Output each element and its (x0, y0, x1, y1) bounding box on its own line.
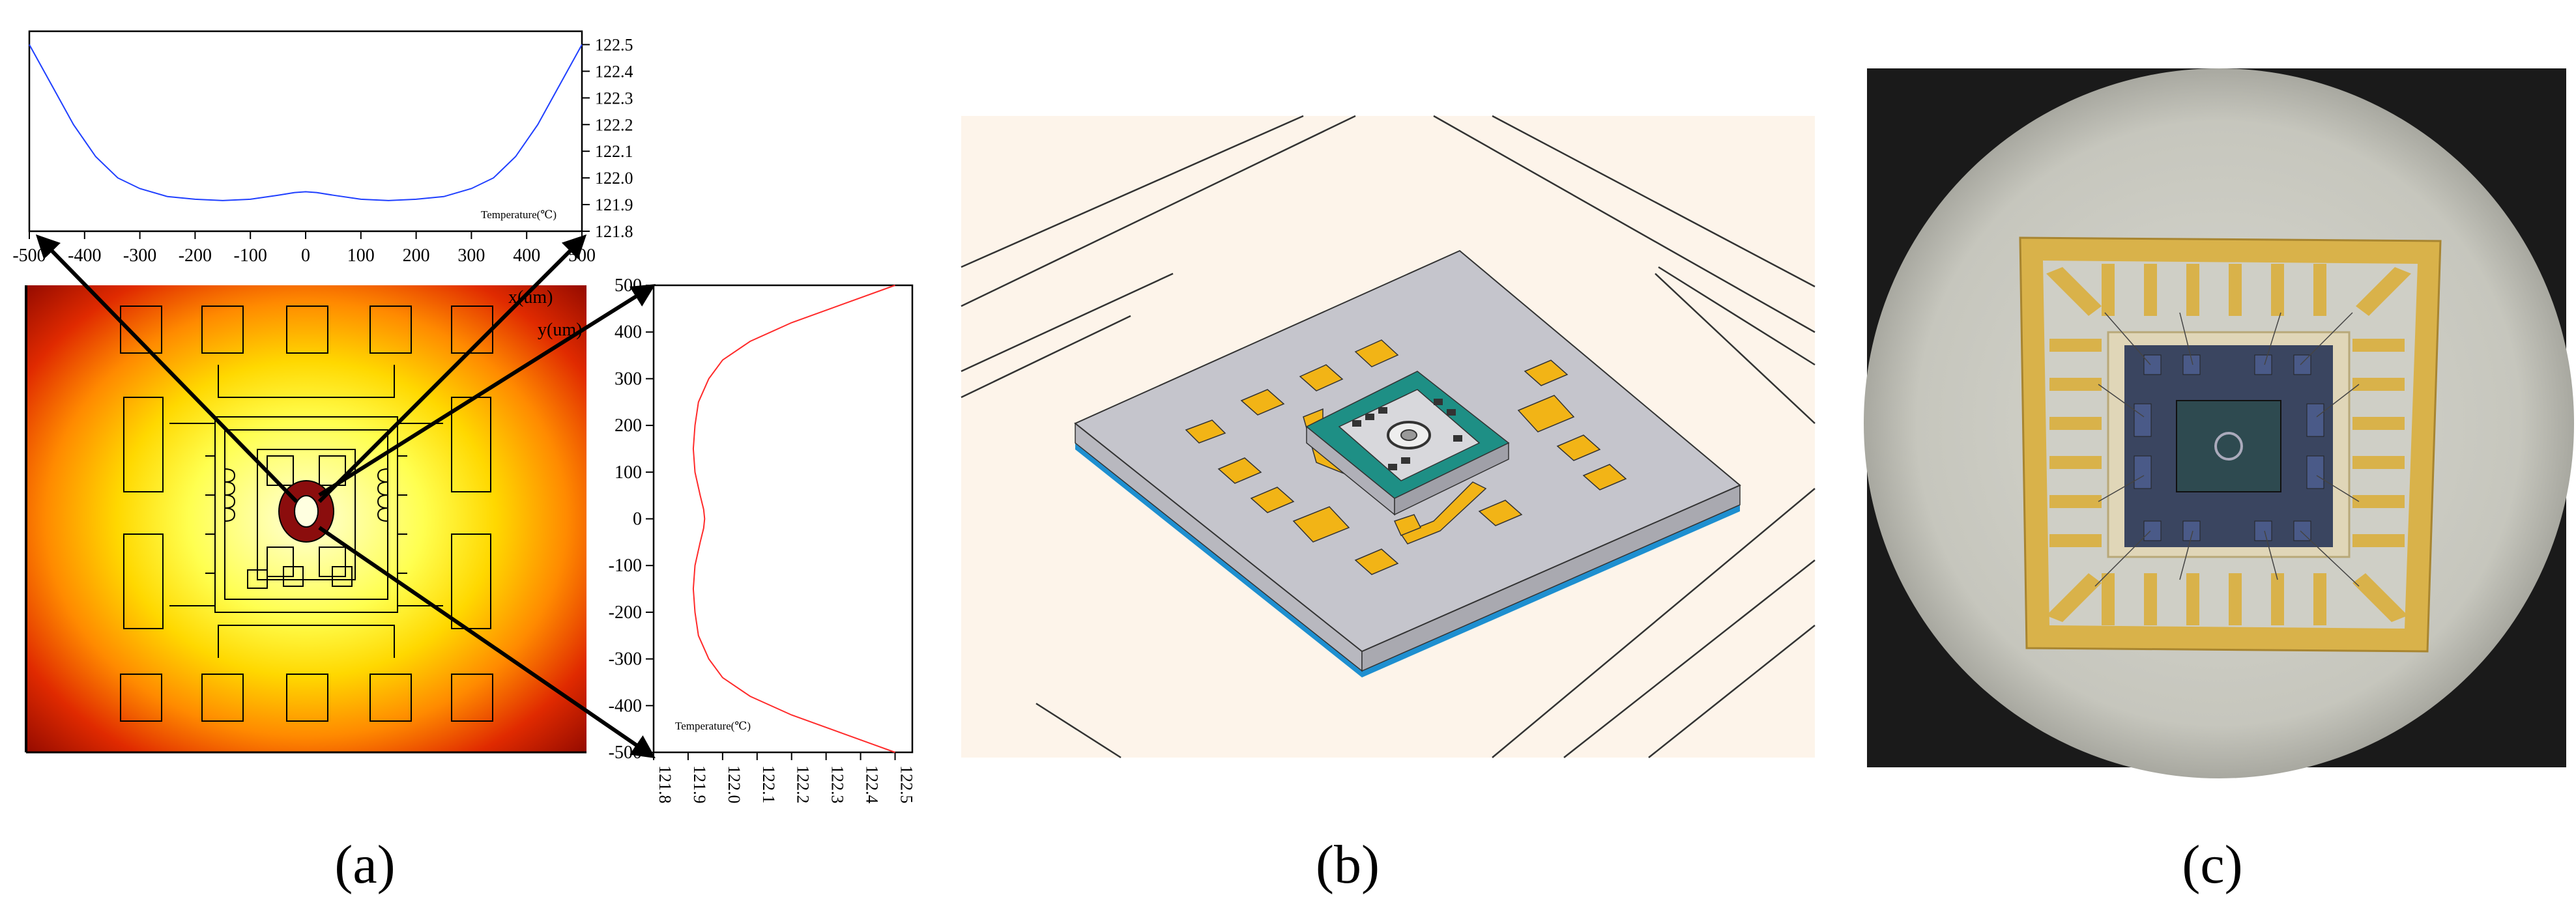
top-chart-series-line (29, 44, 583, 201)
right-temperature-chart: 121.8 121.9 122.0 122.1 122.2 122.3 122.4 122.5… (609, 276, 916, 804)
top-x-tick-label: 400 (513, 246, 540, 266)
panel-label-a: (a) (334, 834, 395, 895)
top-chart-frame (28, 30, 583, 233)
panel-a: -500 -400 -300 -200 -100 0 100 200 300 400 500 121… (12, 30, 916, 895)
photo-bond-wires (2094, 312, 2360, 587)
heatmap-structure (120, 305, 493, 722)
right-chart-y-ticks: -500 -400 -300 -200 -100 0 100 200 300 400 500 (609, 276, 654, 763)
heatmap: x(um) y(um) (25, 234, 656, 759)
right-y-tick-label: 0 (633, 509, 642, 530)
top-y-tick-label: 122.3 (595, 89, 633, 107)
panel-b: (b) (961, 115, 1816, 895)
photo-gold-leads (2046, 264, 2411, 625)
model-chip-ring-hole (1400, 429, 1417, 441)
right-y-tick-label: -400 (609, 696, 642, 716)
top-x-tick-label: -100 (234, 246, 267, 266)
right-x-tick-label: 122.2 (794, 765, 813, 804)
photo-die-pads (2134, 354, 2324, 541)
right-y-tick-label: -300 (609, 649, 642, 670)
top-y-tick-label: 121.9 (595, 195, 633, 214)
top-x-tick-label: 100 (347, 246, 375, 266)
panel-c: (c) (1864, 68, 2574, 895)
right-x-tick-label: 122.3 (828, 765, 847, 804)
top-x-tick-label: 200 (403, 246, 430, 266)
top-y-tick-label: 122.5 (595, 35, 633, 54)
photo-die-center (2176, 400, 2281, 492)
right-chart-series-line (692, 285, 895, 753)
model-gold-pads (1185, 339, 1627, 575)
top-chart-annotation: Temperature(℃) (481, 208, 557, 221)
top-y-tick-label: 122.4 (595, 62, 633, 81)
right-y-tick-label: 100 (615, 462, 642, 483)
top-chart-y-ticks: 121.8 121.9 122.0 122.1 122.2 122.3 122.4 122.5 (582, 35, 633, 241)
right-y-tick-label: 400 (615, 322, 642, 343)
photo-die-ring (2214, 432, 2243, 461)
top-y-tick-label: 122.0 (595, 169, 633, 188)
right-y-tick-label: 500 (615, 276, 642, 296)
top-x-tick-label: 0 (301, 246, 310, 266)
top-x-tick-label: -300 (123, 246, 156, 266)
heatmap-arrows (35, 234, 656, 759)
right-x-tick-label: 122.1 (759, 765, 778, 804)
right-x-tick-label: 121.9 (690, 765, 709, 804)
right-chart-annotation: Temperature(℃) (675, 720, 751, 732)
heatmap-y-label: y(um) (538, 320, 582, 340)
model-chip-details (1352, 399, 1462, 470)
top-y-tick-label: 122.2 (595, 115, 633, 134)
model-frame-lines (961, 115, 1816, 759)
top-y-tick-label: 121.8 (595, 222, 633, 241)
right-x-tick-label: 122.5 (897, 765, 916, 804)
panel-label-c: (c) (2182, 834, 2242, 895)
right-x-tick-label: 121.8 (656, 765, 674, 804)
right-x-tick-label: 122.0 (725, 765, 744, 804)
right-y-tick-label: -500 (609, 743, 642, 763)
right-y-tick-label: 300 (615, 369, 642, 389)
panel-label-b: (b) (1316, 834, 1380, 895)
right-chart-x-ticks: 121.8 121.9 122.0 122.1 122.2 122.3 122.4 122.5 (653, 752, 916, 804)
top-y-tick-label: 122.1 (595, 142, 633, 161)
right-chart-frame (652, 284, 914, 754)
heatmap-ring-hole (294, 495, 319, 528)
right-y-tick-label: -200 (609, 603, 642, 623)
top-x-tick-label: -400 (68, 246, 101, 266)
right-x-tick-label: 122.4 (863, 765, 882, 804)
top-x-tick-label: -500 (12, 246, 46, 266)
right-y-tick-label: 200 (615, 416, 642, 436)
top-x-tick-label: -200 (179, 246, 212, 266)
right-y-tick-label: -100 (609, 556, 642, 576)
top-x-tick-label: 300 (457, 246, 485, 266)
